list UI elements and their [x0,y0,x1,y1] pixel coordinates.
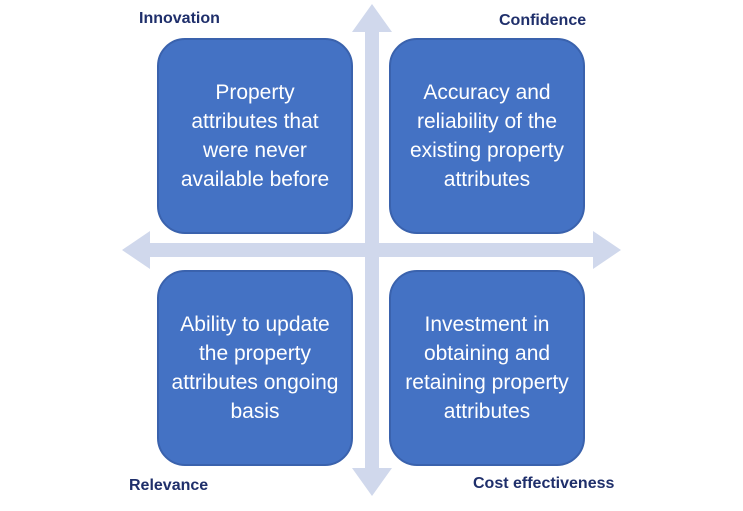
quadrant-confidence-box: Accuracy and reliability of the existing… [389,38,585,234]
label-innovation: Innovation [139,10,220,27]
quadrant-confidence-text: Accuracy and reliability of the existing… [409,81,565,191]
quadrant-innovation-text: Property attributes that were never avai… [180,81,330,191]
quadrant-innovation-box: Property attributes that were never avai… [157,38,353,234]
quadrant-cost-box: Investment in obtaining and retaining pr… [389,270,585,466]
quadrant-relevance-box: Ability to update the property attribute… [157,270,353,466]
label-relevance: Relevance [129,477,209,494]
quadrant-cost-text: Investment in obtaining and retaining pr… [405,313,569,423]
label-confidence: Confidence [499,12,587,29]
label-cost-effectiveness: Cost effectiveness [473,475,615,492]
vertical-axis-arrow [352,4,392,496]
quadrant-relevance-text: Ability to update the property attribute… [171,313,339,423]
